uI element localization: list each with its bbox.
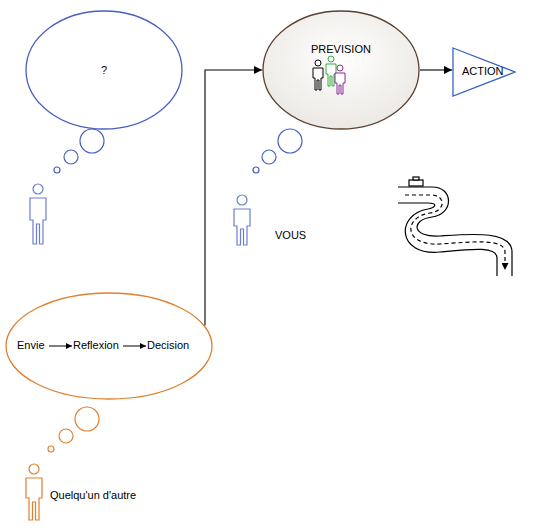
thought-bubbles bbox=[54, 129, 104, 173]
flow-arrows bbox=[49, 346, 146, 347]
thought-ellipse: Envie Reflexion Decision bbox=[5, 292, 213, 400]
thought-ellipse: ? bbox=[25, 10, 183, 130]
action-triangle: ACTION bbox=[452, 47, 516, 97]
thought-bubbles bbox=[253, 129, 302, 173]
person-label: Quelqu'un d'autre bbox=[50, 489, 136, 502]
node-text: ? bbox=[101, 64, 107, 77]
person-figure bbox=[26, 464, 42, 520]
person-label: VOUS bbox=[275, 229, 306, 242]
person-figure bbox=[234, 195, 250, 245]
node-text: PREVISION bbox=[311, 43, 371, 56]
thought-ellipse: PREVISION bbox=[262, 10, 420, 130]
node-text: Decision bbox=[147, 339, 189, 352]
connector-arrow bbox=[420, 69, 452, 70]
node-text: ACTION bbox=[462, 65, 504, 78]
person-figure bbox=[30, 184, 46, 244]
thought-bubbles bbox=[48, 407, 99, 452]
node-text: Envie bbox=[17, 339, 45, 352]
node-text: Reflexion bbox=[73, 339, 119, 352]
road-illustration bbox=[398, 177, 512, 276]
thought-ellipse-outline bbox=[262, 10, 420, 130]
group-figures bbox=[313, 56, 345, 94]
connector-arrow bbox=[205, 70, 262, 325]
